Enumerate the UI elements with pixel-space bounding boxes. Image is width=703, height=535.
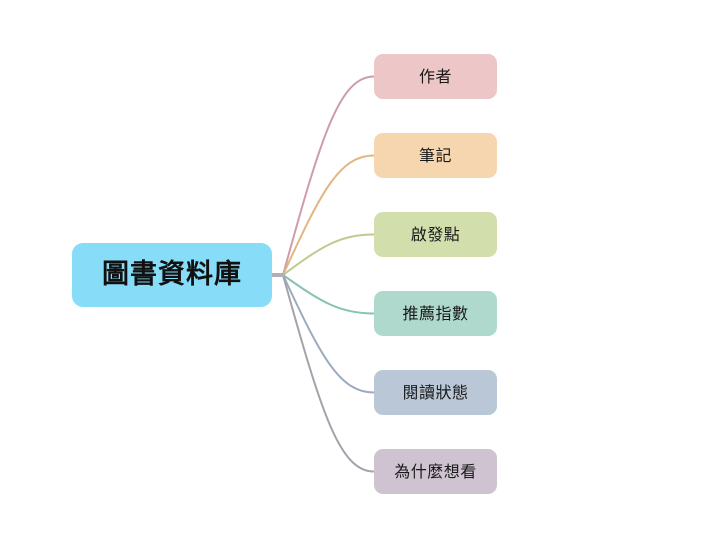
child-node-notes[interactable]: 筆記 <box>374 133 497 178</box>
connector-edge <box>282 154 375 276</box>
child-node-inspiration-point[interactable]: 啟發點 <box>374 212 497 257</box>
child-node-recommendation-index[interactable]: 推薦指數 <box>374 291 497 336</box>
child-node-label: 閱讀狀態 <box>402 382 469 402</box>
connector-edge <box>282 274 375 315</box>
child-node-label: 推薦指數 <box>402 303 469 323</box>
child-node-why-want-to-read[interactable]: 為什麼想看 <box>374 449 497 494</box>
root-node-label: 圖書資料庫 <box>102 259 242 291</box>
child-node-label: 啟發點 <box>410 224 461 244</box>
connector-edge <box>282 233 375 276</box>
connector-edge <box>282 274 375 473</box>
root-node-library-database[interactable]: 圖書資料庫 <box>72 243 272 307</box>
connector-edge <box>282 274 375 394</box>
child-node-label: 為什麼想看 <box>394 461 477 481</box>
child-node-author[interactable]: 作者 <box>374 54 497 99</box>
child-node-reading-status[interactable]: 閱讀狀態 <box>374 370 497 415</box>
connector-edge <box>282 75 375 276</box>
child-node-label: 作者 <box>418 66 452 86</box>
child-node-label: 筆記 <box>418 145 452 165</box>
